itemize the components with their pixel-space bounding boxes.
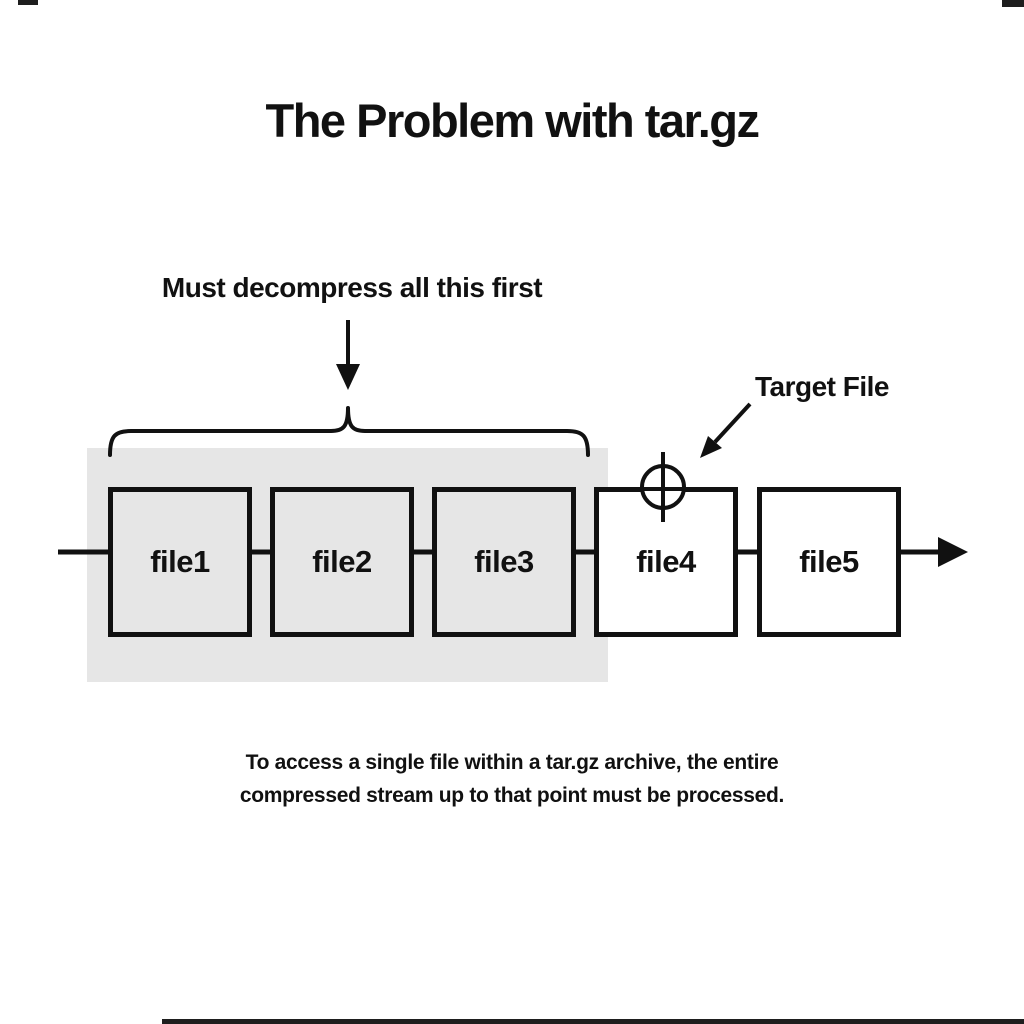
- file-label-5: file5: [799, 544, 859, 579]
- diagram-title: The Problem with tar.gz: [265, 94, 760, 147]
- target-arrow-line: [713, 402, 752, 444]
- target-file-annotation: Target File: [754, 371, 890, 402]
- file-box-3: file3: [432, 487, 576, 637]
- file-box-1: file1: [108, 487, 252, 637]
- decompress-annotation: Must decompress all this first: [161, 272, 543, 303]
- file-label-3: file3: [474, 544, 534, 579]
- brace-icon: [108, 406, 590, 457]
- edge-artifact-top-right: [1002, 0, 1024, 7]
- file-label-4: file4: [636, 544, 696, 579]
- caption: To access a single file within a tar.gz …: [0, 746, 1024, 812]
- file-box-5: file5: [757, 487, 901, 637]
- target-arrowhead-icon: [700, 436, 722, 458]
- file-box-2: file2: [270, 487, 414, 637]
- file-label-1: file1: [150, 544, 210, 579]
- caption-line-2: compressed stream up to that point must …: [239, 784, 785, 807]
- edge-artifact-bottom: [162, 1019, 1024, 1024]
- edge-artifact-top-left: [18, 0, 38, 5]
- caption-line-1: To access a single file within a tar.gz …: [245, 751, 779, 774]
- stream-arrowhead-icon: [938, 537, 968, 567]
- file-label-2: file2: [312, 544, 372, 579]
- decompress-arrowhead-icon: [336, 364, 360, 390]
